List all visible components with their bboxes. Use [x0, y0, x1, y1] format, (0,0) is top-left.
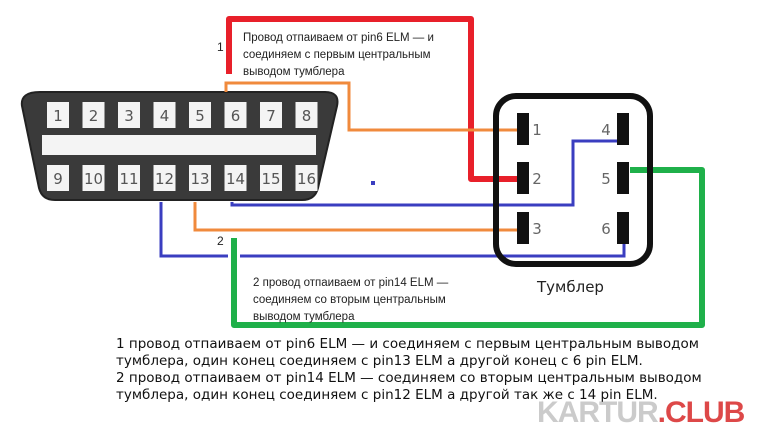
- obd-pin-12-label: 12: [155, 170, 174, 188]
- note1-line: выводом тумблера: [243, 66, 345, 78]
- obd-pin-9-label: 9: [53, 170, 63, 188]
- switch-pin-5: [617, 162, 629, 194]
- stray-dot: [371, 181, 375, 185]
- switch-pin-4-label: 4: [601, 121, 611, 139]
- note1-line: Провод отпаиваем от pin6 ELM — и: [243, 32, 434, 44]
- switch-pin-5-label: 5: [601, 170, 611, 188]
- note2-line: 2 провод отпаиваем от pin14 ELM —: [253, 277, 449, 289]
- wire-blue-pin12-b: [240, 244, 626, 258]
- obd-pin-7-label: 7: [266, 107, 276, 125]
- description-para-2: 2 провод отпаиваем от pin14 ELM — соедин…: [116, 370, 702, 403]
- obd-pin-1-label: 1: [53, 107, 63, 125]
- obd-pin-14-label: 14: [226, 170, 245, 188]
- obd-pin-7: [260, 102, 282, 128]
- obd-pin-5-label: 5: [195, 107, 205, 125]
- switch-pin-1: [517, 113, 529, 145]
- switch-pin-1-label: 1: [532, 121, 542, 139]
- obd-pin-2: [82, 102, 105, 128]
- description-para-1: 1 провод отпаиваем от pin6 ELM — и соеди…: [116, 336, 699, 369]
- switch-pin-4: [617, 113, 629, 145]
- obd-center-band: [42, 135, 316, 155]
- note-wire2: 2 провод отпаиваем от pin14 ELM — соедин…: [253, 275, 448, 326]
- wire-orange-pin13: [193, 202, 518, 232]
- obd-pin-14: [224, 165, 247, 191]
- obd-pin-6: [224, 102, 247, 128]
- note-wire1: Провод отпаиваем от pin6 ELM — и соединя…: [243, 30, 434, 81]
- obd-pin-8: [295, 102, 318, 128]
- obd-pin-9: [47, 165, 69, 191]
- wire-orange-pin6: [224, 81, 517, 132]
- wire-blue-pin14: [230, 139, 617, 207]
- wire2-marker: 2: [217, 234, 224, 248]
- note2-line: соединяем со вторым центральным: [253, 294, 446, 306]
- wire-blue-pin12: [159, 202, 228, 258]
- obd-pin-11: [118, 165, 140, 191]
- note1-line: соединяем с первым центральным: [243, 49, 431, 61]
- obd-pin-15-label: 15: [261, 170, 280, 188]
- obd-pin-4: [153, 102, 176, 128]
- obd-pin-6-label: 6: [231, 107, 241, 125]
- obd-pin-16: [295, 165, 318, 191]
- description: 1 провод отпаиваем от pin6 ELM — и соеди…: [116, 336, 736, 404]
- switch-pin-3: [517, 212, 529, 244]
- watermark-part2: .CLUB: [657, 396, 746, 429]
- switch-pin-6-label: 6: [601, 220, 611, 238]
- note2-line: выводом тумблера: [253, 311, 355, 323]
- switch-label: Тумблер: [537, 278, 604, 296]
- switch-body: [493, 93, 653, 267]
- obd-pin-15: [260, 165, 282, 191]
- switch-pin-2-label: 2: [532, 170, 542, 188]
- obd-pin-16-label: 16: [297, 170, 316, 188]
- obd-pin-5: [189, 102, 211, 128]
- obd-pin-10-label: 10: [84, 170, 103, 188]
- obd-pin-2-label: 2: [89, 107, 99, 125]
- watermark-part1: KARTUR: [537, 396, 659, 429]
- wire1-marker: 1: [217, 40, 224, 54]
- obd-pin-4-label: 4: [160, 107, 170, 125]
- obd-pin-8-label: 8: [302, 107, 312, 125]
- obd-pin-11-label: 11: [119, 170, 138, 188]
- switch-pin-6: [617, 212, 629, 244]
- switch-pin-3-label: 3: [532, 220, 542, 238]
- watermark: KARTUR.CLUB: [537, 396, 746, 430]
- switch-pin-2: [517, 162, 529, 194]
- obd-pin-3-label: 3: [124, 107, 134, 125]
- wire-red: [226, 16, 517, 182]
- obd-pin-13: [189, 165, 211, 191]
- obd-pin-12: [153, 165, 176, 191]
- wire-green: [231, 167, 705, 328]
- obd-pin-10: [82, 165, 105, 191]
- obd-pin-1: [47, 102, 69, 128]
- obd-pin-3: [118, 102, 140, 128]
- obd-pin-13-label: 13: [190, 170, 209, 188]
